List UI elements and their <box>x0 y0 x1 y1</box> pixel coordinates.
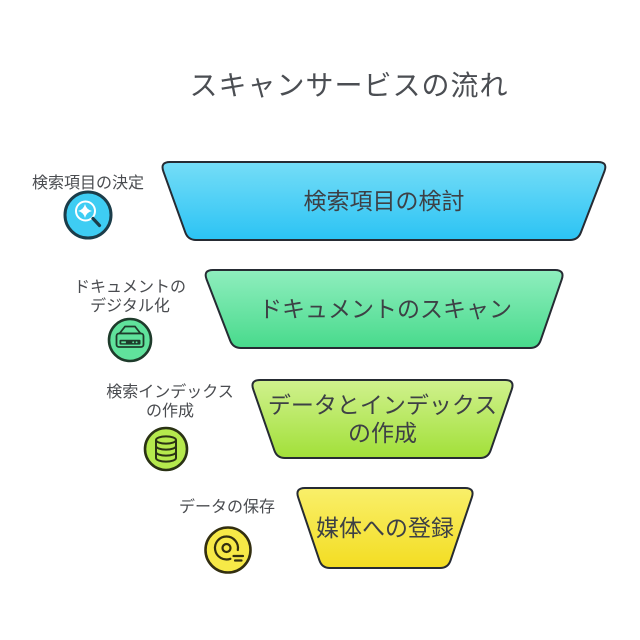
cd-disc-icon <box>204 526 252 574</box>
scanner-icon <box>107 317 153 363</box>
funnel-stage-3-shape <box>251 379 514 459</box>
funnel-stage-4-shape <box>296 487 474 569</box>
funnel-stage-1-shape <box>161 161 607 241</box>
diagram-title: スキャンサービスの流れ <box>189 70 509 101</box>
funnel-stage-2-shape <box>204 269 564 349</box>
search-sparkle-icon <box>63 190 113 240</box>
database-icon <box>143 426 189 472</box>
